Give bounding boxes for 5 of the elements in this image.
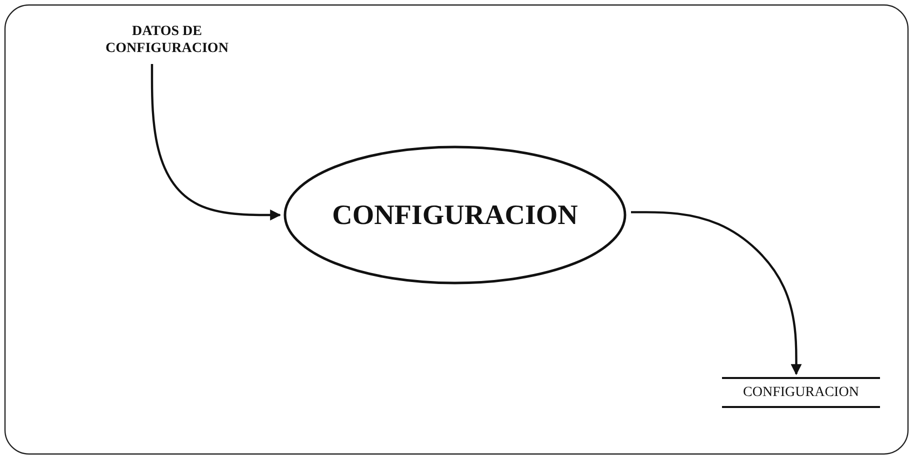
external-input-label: DATOS DE CONFIGURACION: [104, 22, 230, 58]
process-label: CONFIGURACION: [332, 198, 578, 232]
flow-arrow: [631, 211, 802, 376]
data-store-label: CONFIGURACION: [743, 384, 859, 402]
flow-arrow: [150, 64, 282, 220]
